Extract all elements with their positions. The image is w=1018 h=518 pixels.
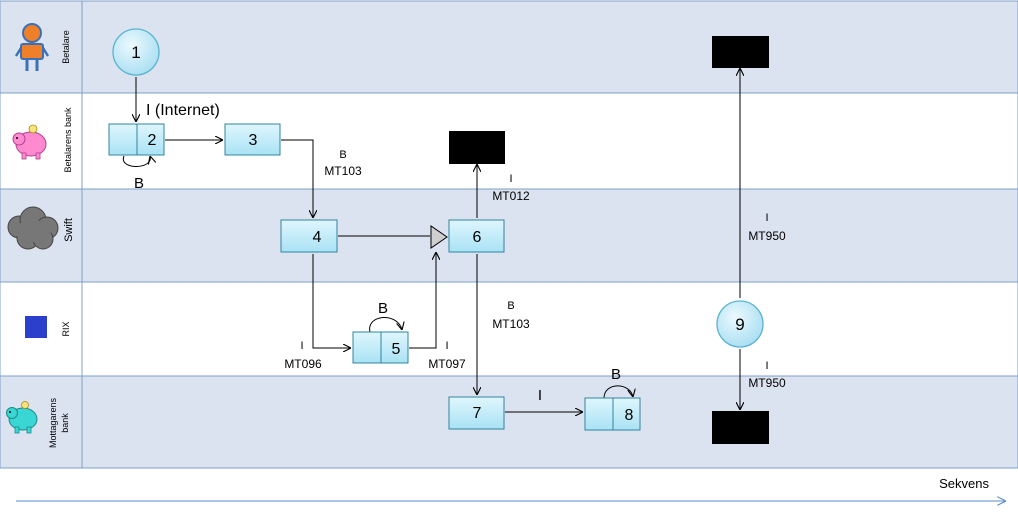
node-3: 3	[224, 123, 281, 156]
edge-3-4	[281, 139, 313, 218]
label-i-7-8: I	[538, 387, 542, 404]
node-4-label: 4	[313, 229, 322, 246]
rix-square-icon	[25, 316, 47, 338]
merge-triangle	[430, 225, 448, 249]
node-6: 6	[448, 219, 505, 253]
lane-betalarens-bank	[0, 92, 1018, 190]
label-mt096: MT096	[284, 357, 322, 371]
label-mt103-3-4: MT103	[324, 164, 362, 178]
cloud-icon	[7, 206, 59, 250]
lane-label-betalarens-bank: Betalarens bank	[63, 107, 73, 173]
node-2: 2	[108, 123, 165, 156]
node-5-label: 5	[392, 341, 401, 358]
piggy-bank-teal-icon	[6, 401, 38, 434]
node-8-label: 8	[625, 407, 634, 424]
loop-2	[122, 156, 150, 167]
edge-4-5	[312, 254, 351, 348]
label-b-6-7: B	[507, 300, 514, 312]
label-i-5-6: I	[445, 340, 448, 352]
node-9: 9	[716, 300, 764, 348]
label-b-loop8: B	[611, 366, 621, 383]
node-1: 1	[112, 28, 160, 76]
lane-label-swift: Swift	[63, 218, 75, 242]
node-4: 4	[280, 219, 338, 253]
label-b-3-4: B	[339, 149, 346, 161]
label-i-4-5: I	[300, 340, 303, 352]
lane-label-mottagarens-bank-line2: bank	[60, 413, 70, 433]
terminal-mottagarens-bank	[712, 411, 769, 444]
label-internet: I (Internet)	[146, 102, 220, 119]
loop-5	[369, 317, 402, 333]
label-mt103-6-7: MT103	[492, 317, 530, 331]
lane-mottagarens-bank	[0, 375, 1018, 469]
lane-rix	[0, 281, 1018, 377]
lane-label-rix: RIX	[61, 321, 71, 336]
label-mt097: MT097	[428, 357, 466, 371]
node-7: 7	[448, 396, 505, 430]
edges	[122, 68, 740, 412]
node-3-label: 3	[249, 132, 258, 149]
node-1-label: 1	[131, 43, 140, 62]
lane-label-betalare: Betalare	[61, 30, 71, 64]
lane-label-mottagarens-bank-line1: Mottagarens	[48, 397, 58, 448]
label-b-loop5: B	[378, 300, 388, 317]
node-2-label: 2	[148, 132, 157, 149]
node-8: 8	[584, 397, 641, 431]
label-b-loop2: B	[134, 175, 144, 192]
node-7-label: 7	[473, 405, 482, 422]
lanes	[0, 0, 1018, 469]
label-mt950-up: MT950	[748, 229, 786, 243]
lane-betalare	[0, 0, 1018, 94]
node-9-label: 9	[735, 315, 744, 334]
label-i-9-down: I	[765, 360, 768, 372]
piggy-bank-icon	[12, 124, 47, 160]
lane-swift	[0, 188, 1018, 283]
label-i-9-up: I	[765, 212, 768, 224]
sequence-axis-label: Sekvens	[939, 476, 989, 491]
label-mt950-down: MT950	[748, 376, 786, 390]
edge-5-6	[409, 252, 436, 349]
node-6-label: 6	[473, 229, 482, 246]
terminal-betalarens-bank	[449, 131, 505, 164]
loop-8	[603, 385, 633, 399]
label-mt012: MT012	[492, 189, 530, 203]
person-icon	[14, 23, 50, 71]
label-i-6-up: I	[509, 173, 512, 185]
terminal-betalare	[712, 36, 769, 68]
node-5: 5	[352, 331, 409, 364]
